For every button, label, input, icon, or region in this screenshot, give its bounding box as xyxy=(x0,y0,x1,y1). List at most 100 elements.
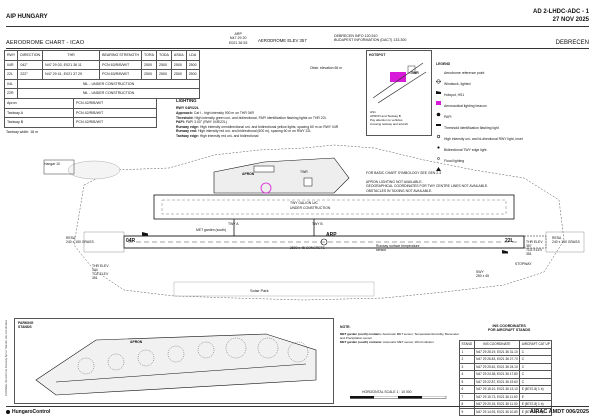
lighting-title: LIGHTING xyxy=(176,98,197,103)
swy-size: 250 x 45 xyxy=(476,274,490,278)
scale-bar xyxy=(350,396,447,399)
windsock-icon xyxy=(142,232,148,236)
horizontal-scale: HORIZONTAL SCALE 1 : 10 000 xyxy=(362,390,412,394)
lighting-key: Runway edge: xyxy=(176,124,199,129)
rwy-22l-label: 22L xyxy=(505,238,514,244)
lighting-value: Cat I - high intensity 900 m on THR 04R xyxy=(193,111,254,115)
cell: 1 xyxy=(459,347,475,356)
stand-circle xyxy=(107,353,125,371)
windsock-icon xyxy=(502,250,508,254)
runway-designation: 2500 x 45 CONCRETE xyxy=(290,246,325,250)
chart-notes: FOR BASIC CHART SYMBOLOGY SEE GEN 2.3 AP… xyxy=(366,171,588,193)
construction-area xyxy=(161,199,507,215)
list-item: MET garden (south) contains: Automatic M… xyxy=(340,340,460,344)
th-lda: LDA xyxy=(185,50,200,61)
lighting-key: Taxiway edge: xyxy=(176,133,199,138)
chart-name: AERODROME CHART - ICAO xyxy=(6,40,85,46)
note-value: Automatic MET sensor, Temperature/Humidi… xyxy=(340,332,460,341)
cell: C xyxy=(519,377,553,386)
lighting-subtitle: RWY 04R/22L xyxy=(176,106,200,110)
th-tora: TORA xyxy=(141,50,157,61)
arp-label: ARP xyxy=(234,32,242,36)
flood-light-icon xyxy=(436,159,441,171)
note-key: MET garden (south) contains: xyxy=(340,340,383,345)
hotspot-area xyxy=(390,72,406,82)
hotspot-apron-edge xyxy=(377,71,427,104)
obstacle-note: Obstr. elevation 66 m xyxy=(310,66,343,70)
thr-label: THR ELEV xyxy=(92,264,109,268)
cell: E (B747-8) 1 b) xyxy=(519,385,553,394)
th-toda: TODA xyxy=(155,50,172,61)
title-rule xyxy=(6,48,589,49)
th-bearing: BEARING STRENGTH xyxy=(99,50,143,61)
cell: 5 xyxy=(459,377,475,386)
parking-stands-title: PARKING STANDS xyxy=(18,321,33,329)
stopway-label: STOPWAY xyxy=(515,262,532,266)
list-item: MET garden (north) contains: Automatic M… xyxy=(340,332,460,340)
terminal-building xyxy=(253,165,275,173)
lighting-key: Runway end: xyxy=(176,129,198,134)
lighting-value: PAPI 3.00° (RWY 04R/22L) xyxy=(185,120,227,125)
legend-item: Aeronautical lighting beacon xyxy=(444,104,487,108)
th-stand: STAND xyxy=(459,340,475,349)
apron-inset-taxiline xyxy=(55,363,307,383)
legend-item: Flood lighting xyxy=(444,159,465,163)
resa-title: RESA xyxy=(66,236,76,240)
apron-inset xyxy=(14,318,334,404)
note-key: MET garden (north) contains: xyxy=(340,332,382,336)
lighting-value: High intensity red uni- and bidirectiona… xyxy=(199,133,259,138)
tdz-label: TDZ ELEV xyxy=(526,248,543,252)
parking-title: PARKING xyxy=(18,321,34,325)
cell: 6 xyxy=(459,385,475,394)
lighting-key: Approach: xyxy=(176,111,193,115)
notes-title: NOTE: xyxy=(340,325,351,329)
cell: N47 29 26.83, E021 36 27.70 xyxy=(473,355,521,364)
twy-b-label: TWY B xyxy=(312,222,323,226)
lighting-key: PAPI: xyxy=(176,120,185,125)
hangar-label: Hangar 10 xyxy=(44,162,60,166)
hungarocontrol-logo-icon xyxy=(6,410,10,414)
hotspot-marker xyxy=(260,182,272,194)
th-asda: ASDA xyxy=(170,50,187,61)
hotspot-note-line: Pay attention to vehicles xyxy=(370,118,403,123)
stand-circle xyxy=(197,341,215,359)
arp-lat: N47 29 20 xyxy=(229,36,247,41)
flashing-light-icon xyxy=(436,126,441,139)
list-item: Runway end: High intensity red uni- and … xyxy=(176,129,346,134)
beacon-icon xyxy=(436,104,441,117)
cell: C xyxy=(519,347,553,356)
symbology-note: FOR BASIC CHART SYMBOLOGY SEE GEN 2.3 xyxy=(366,171,441,175)
tdz-value: 351 xyxy=(526,252,532,256)
apron-inset-label: APRON xyxy=(130,340,143,344)
stand-circle xyxy=(225,337,247,359)
runway-table-header: RWY DIRECTION THR BEARING STRENGTH TORA … xyxy=(3,50,200,61)
notes-list: MET garden (north) contains: Automatic M… xyxy=(340,332,460,344)
list-item: Threshold: High intensity green uni- and… xyxy=(176,116,346,121)
note-line: APRON LIGHTING NOT AVAILABLE. xyxy=(366,179,423,184)
table-row: 22R NIL - UNDER CONSTRUCTION xyxy=(3,88,200,99)
cell: E xyxy=(519,392,553,401)
grass-area xyxy=(67,160,121,180)
aerodrome-map xyxy=(43,144,585,301)
apron-label: APRON xyxy=(242,172,255,176)
cell: E (B747-8) 1 b) xyxy=(519,407,553,416)
rwy-04r-label: 04R xyxy=(126,238,136,244)
page-identifier: AD 2-LHDC-ADC - 1 27 NOV 2025 xyxy=(533,8,589,24)
apron-inset-area xyxy=(35,333,317,396)
windsock-icon xyxy=(436,82,441,94)
legend-item: High intensity uni- and bi-directional R… xyxy=(444,137,523,141)
thr-value: 357 xyxy=(526,244,532,248)
thr-value: 344 xyxy=(92,268,98,272)
th-cat: AIRCRAFT CAT UP xyxy=(519,340,553,349)
arp-coordinates: ARP N47 29 20 E021 36 53 xyxy=(229,32,247,45)
city-name: DEBRECEN xyxy=(555,40,589,46)
solar-park-label: Solar Park xyxy=(250,288,269,293)
lighting-list: Approach: Cat I - high intensity 900 m o… xyxy=(176,111,346,139)
hotspot-notes: HS1 APRON and Taxiway B Pay attention to… xyxy=(370,110,428,126)
